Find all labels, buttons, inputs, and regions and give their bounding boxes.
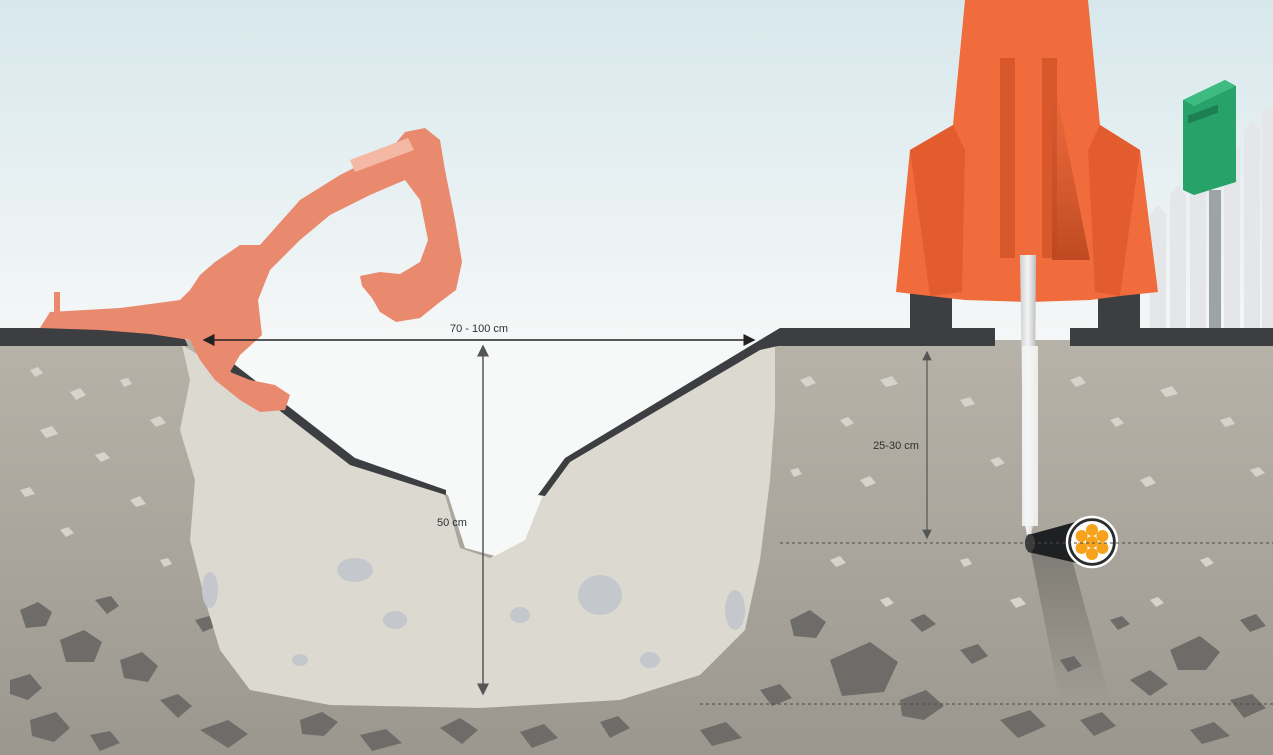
cable-depth-label: 25-30 cm xyxy=(873,440,919,452)
depth-label: 50 cm xyxy=(437,517,467,529)
width-label: 70 - 100 cm xyxy=(450,323,508,335)
bore-hole xyxy=(1022,346,1038,526)
